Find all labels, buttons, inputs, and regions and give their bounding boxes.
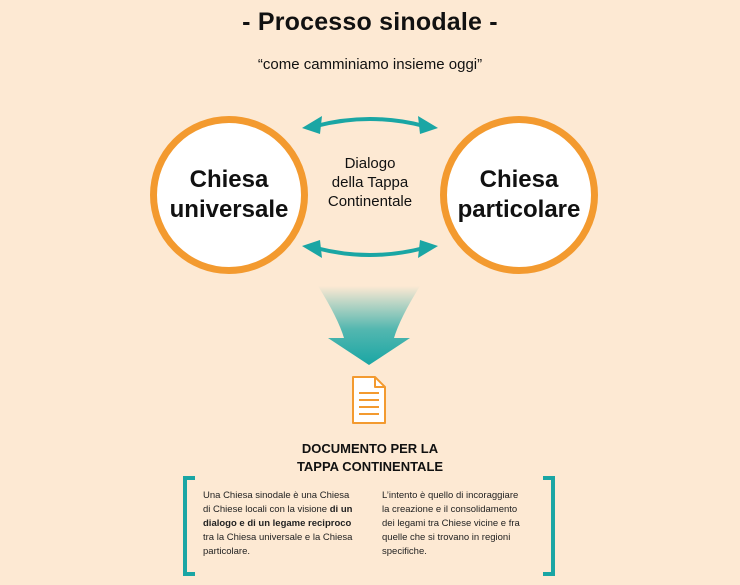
left-text-line1: Una Chiesa sinodale è una Chiesa (203, 490, 350, 501)
dialog-label: Dialogo della Tappa Continentale (300, 154, 440, 211)
left-text-line2-bold: di un (329, 504, 353, 515)
right-description: L’intento è quello di incoraggiare la cr… (382, 489, 554, 559)
circle-right-line2: particolare (457, 196, 581, 223)
circle-left-line1: Chiesa (189, 166, 269, 193)
right-text-line3: dei legami tra Chiese vicine e fra (382, 518, 520, 529)
right-text-line1: L’intento è quello di incoraggiare (382, 490, 519, 501)
left-text-line5: particolare. (203, 546, 250, 557)
circle-right-line1: Chiesa (479, 166, 559, 193)
bottom-double-arrow (302, 240, 438, 258)
dialog-label-line1: Dialogo (344, 155, 396, 172)
dialog-label-line2: della Tappa (331, 174, 409, 191)
left-bracket (183, 476, 195, 576)
document-title-line2: TAPPA CONTINENTALE (296, 459, 444, 474)
circle-chiesa-particolare: Chiesa particolare (440, 116, 598, 274)
page-title: - Processo sinodale - (242, 8, 498, 36)
left-text-line2: di Chiese locali con la visione di un (203, 503, 375, 517)
left-text-line2-plain: di Chiese locali con la visione (203, 504, 330, 515)
funnel-arrow (318, 286, 420, 365)
document-icon (352, 376, 386, 424)
right-text-line4: quelle che si trovano in regioni (382, 532, 511, 543)
page-subtitle: “come camminiamo insieme oggi” (257, 56, 483, 73)
circle-chiesa-universale: Chiesa universale (150, 116, 308, 274)
circle-left-line2: universale (169, 196, 289, 223)
right-text-line2: la creazione e il consolidamento (382, 504, 518, 515)
document-title-line1: DOCUMENTO PER LA (301, 441, 439, 456)
left-description: Una Chiesa sinodale è una Chiesa di Chie… (203, 489, 375, 559)
right-bracket (543, 476, 555, 576)
document-title: DOCUMENTO PER LA TAPPA CONTINENTALE (0, 440, 740, 476)
dialog-label-line3: Continentale (327, 193, 413, 210)
right-text-line5: specifiche. (382, 546, 427, 557)
left-text-line4: tra la Chiesa universale e la Chiesa (203, 532, 353, 543)
left-text-line3-bold: dialogo e di un legame reciproco (203, 518, 352, 529)
left-text-line3: dialogo e di un legame reciproco (203, 517, 375, 531)
top-double-arrow (302, 116, 438, 134)
